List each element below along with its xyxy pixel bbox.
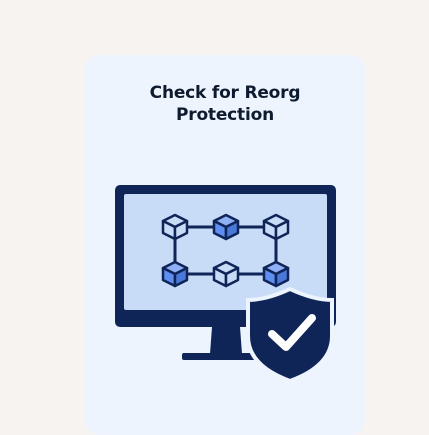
block-cube-icon	[262, 260, 290, 288]
block-cube-icon	[212, 260, 240, 288]
card-title-line-1: Check for Reorg	[149, 83, 301, 103]
block-cube-icon	[262, 213, 290, 241]
block-cube-icon	[161, 260, 189, 288]
shield-check-icon	[246, 286, 334, 384]
block-cube-icon	[161, 213, 189, 241]
reorg-protection-illustration	[115, 185, 336, 384]
block-cube-icon	[212, 213, 240, 241]
card-title-line-2: Protection	[176, 105, 274, 125]
card-title: Check for Reorg Protection	[85, 82, 365, 126]
block-nodes	[161, 213, 290, 288]
